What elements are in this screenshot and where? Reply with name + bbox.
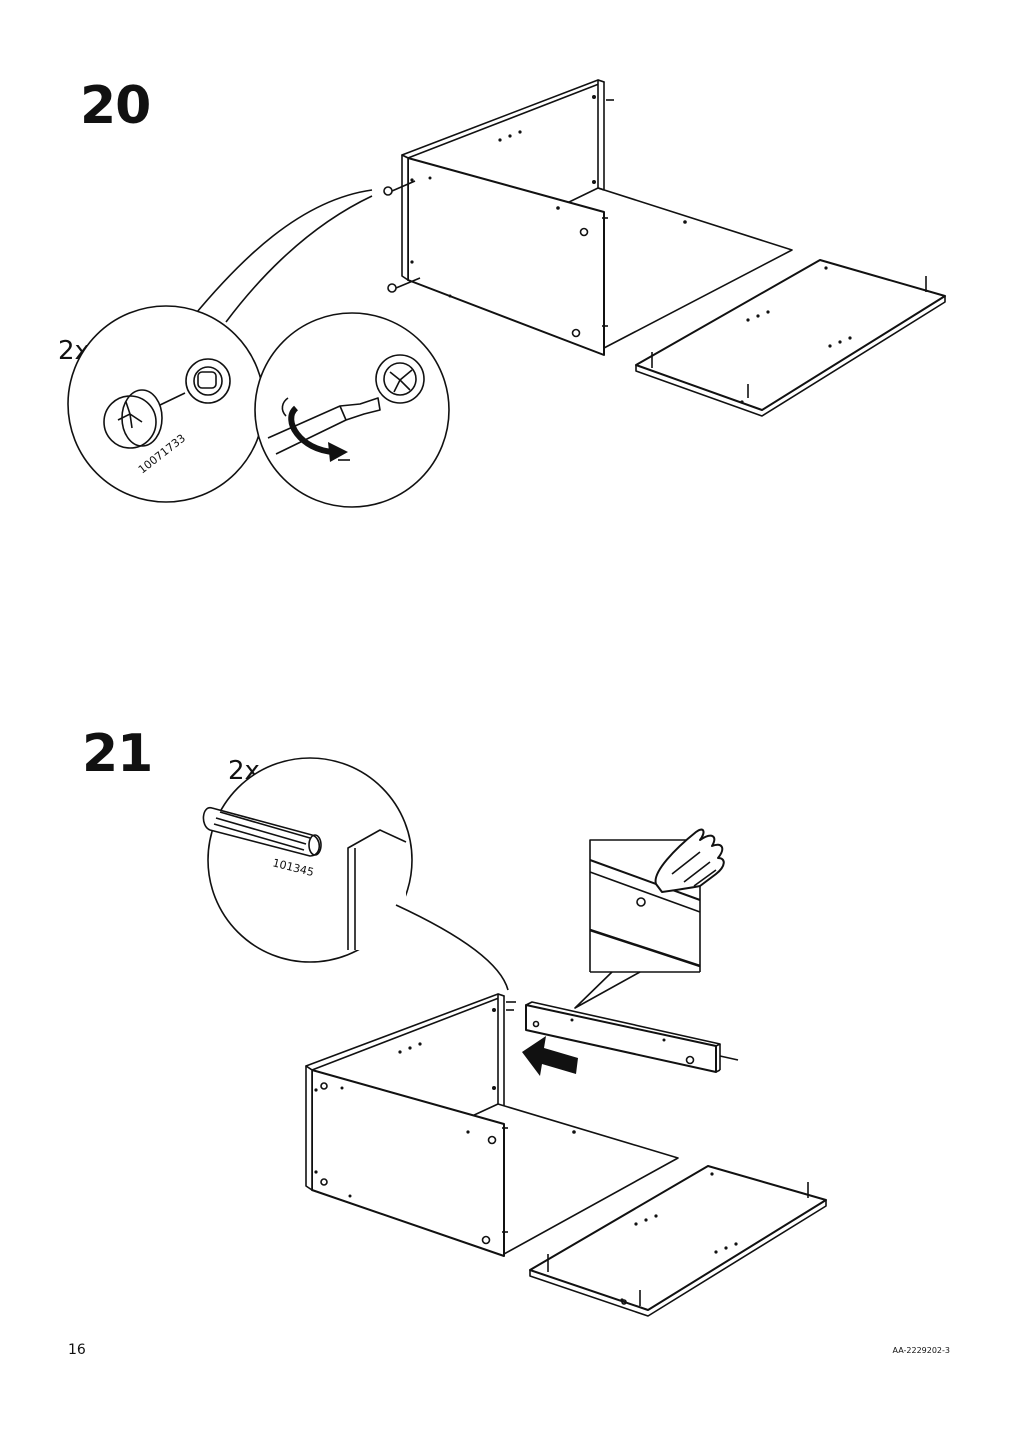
document-code: AA-2229202-3: [892, 1346, 950, 1355]
step-21-number: 21: [82, 724, 153, 784]
page-number: 16: [68, 1342, 86, 1358]
step-20-number: 20: [80, 76, 151, 136]
